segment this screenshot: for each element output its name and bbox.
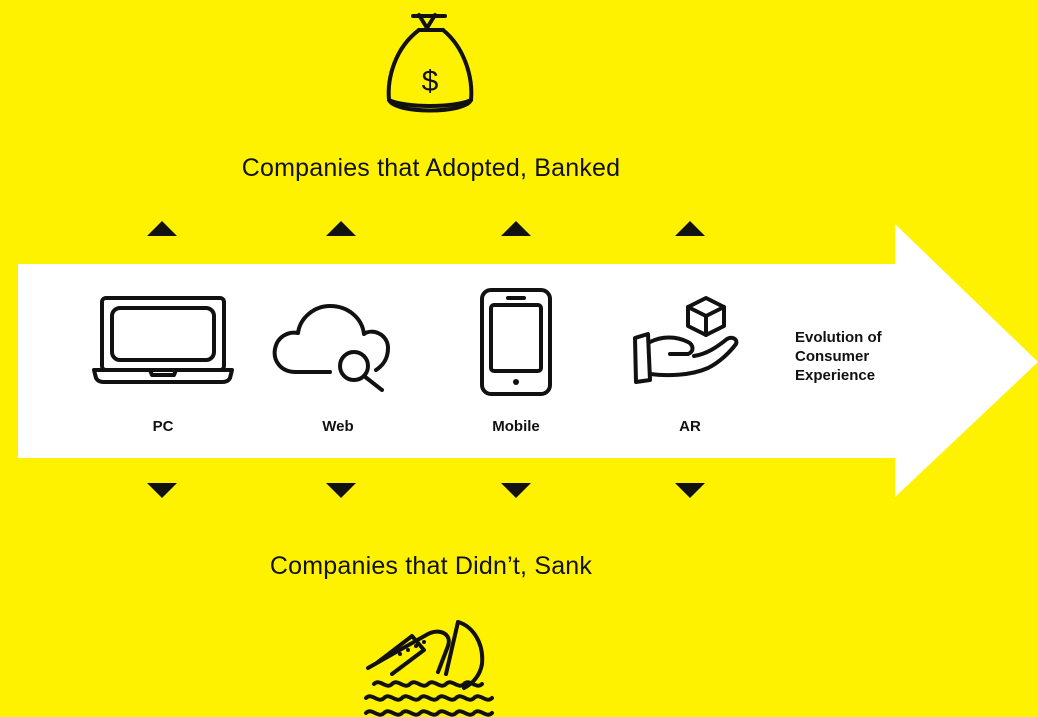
- sinking-ship-icon: [364, 620, 494, 717]
- up-arrow-web: [326, 221, 356, 236]
- up-arrow-pc: [147, 221, 177, 236]
- sank-heading: Companies that Didn’t, Sank: [269, 552, 593, 580]
- stage-label-ar: AR: [679, 418, 701, 435]
- down-arrow-web: [326, 483, 356, 498]
- evolution-label-line1: Evolution of: [795, 329, 882, 346]
- svg-text:$: $: [422, 65, 439, 98]
- down-arrow-ar: [675, 483, 705, 498]
- up-arrow-ar: [675, 221, 705, 236]
- adopted-heading: Companies that Adopted, Banked: [241, 154, 621, 182]
- hand-cube-icon: [633, 296, 739, 384]
- stage-label-pc: PC: [152, 418, 174, 435]
- down-arrow-mobile: [501, 483, 531, 498]
- evolution-label-line2: Consumer: [795, 348, 870, 365]
- money-bag-icon: $: [386, 13, 474, 113]
- stage-label-web: Web: [322, 418, 354, 435]
- smartphone-icon: [480, 288, 552, 396]
- stage-label-mobile: Mobile: [492, 418, 540, 435]
- evolution-label-line3: Experience: [795, 367, 876, 384]
- laptop-icon: [92, 296, 234, 384]
- up-arrow-mobile: [501, 221, 531, 236]
- cloud-search-icon: [272, 304, 390, 392]
- down-arrow-pc: [147, 483, 177, 498]
- evolution-label: Evolution of Consumer Experience: [795, 328, 915, 385]
